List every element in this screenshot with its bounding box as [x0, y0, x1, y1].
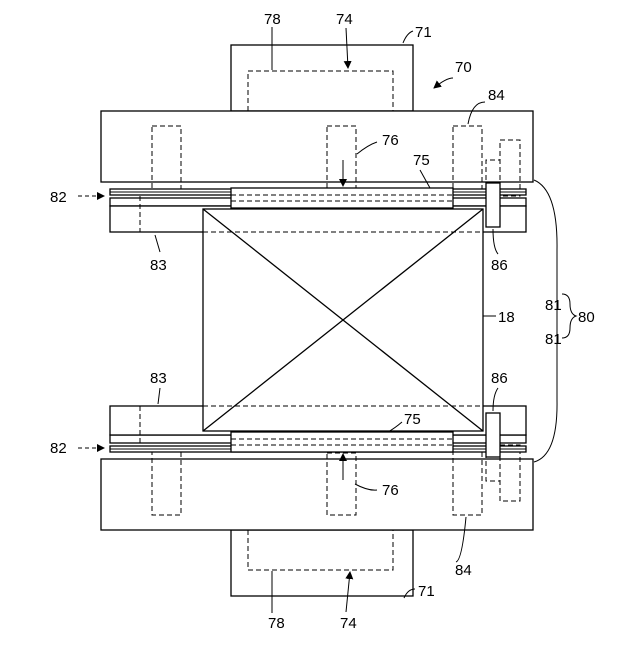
label-78-bottom: 78	[268, 615, 285, 632]
component-18	[203, 209, 483, 431]
label-81-b: 81	[545, 331, 562, 348]
bottom-stopper-86	[486, 413, 500, 457]
label-75-top: 75	[413, 152, 430, 169]
brace-80	[534, 180, 557, 462]
label-75-bottom: 75	[404, 411, 421, 428]
label-86-top: 86	[491, 257, 508, 274]
curly-brace-81	[562, 294, 576, 338]
label-86-bottom: 86	[491, 370, 508, 387]
top-element-75	[231, 188, 453, 208]
bottom-member-71	[231, 530, 413, 596]
label-82-top: 82	[50, 189, 67, 206]
label-83-top: 83	[150, 257, 167, 274]
label-18: 18	[498, 309, 515, 326]
label-83-bottom: 83	[150, 370, 167, 387]
label-71-top: 71	[415, 24, 432, 41]
label-82-bottom: 82	[50, 440, 67, 457]
label-70: 70	[455, 59, 472, 76]
top-stopper-86	[486, 183, 500, 227]
label-84-top: 84	[488, 87, 505, 104]
bottom-block-84	[101, 459, 533, 530]
label-81-a: 81	[545, 297, 562, 314]
label-71-bottom: 71	[418, 583, 435, 600]
label-74-top: 74	[336, 11, 353, 28]
label-76-bottom: 76	[382, 482, 399, 499]
bottom-element-75	[231, 432, 453, 452]
label-84-bottom: 84	[455, 562, 472, 579]
label-74-bottom: 74	[340, 615, 357, 632]
label-76-top: 76	[382, 132, 399, 149]
top-member-71	[231, 45, 413, 111]
label-80: 80	[578, 309, 595, 326]
label-78-top: 78	[264, 11, 281, 28]
